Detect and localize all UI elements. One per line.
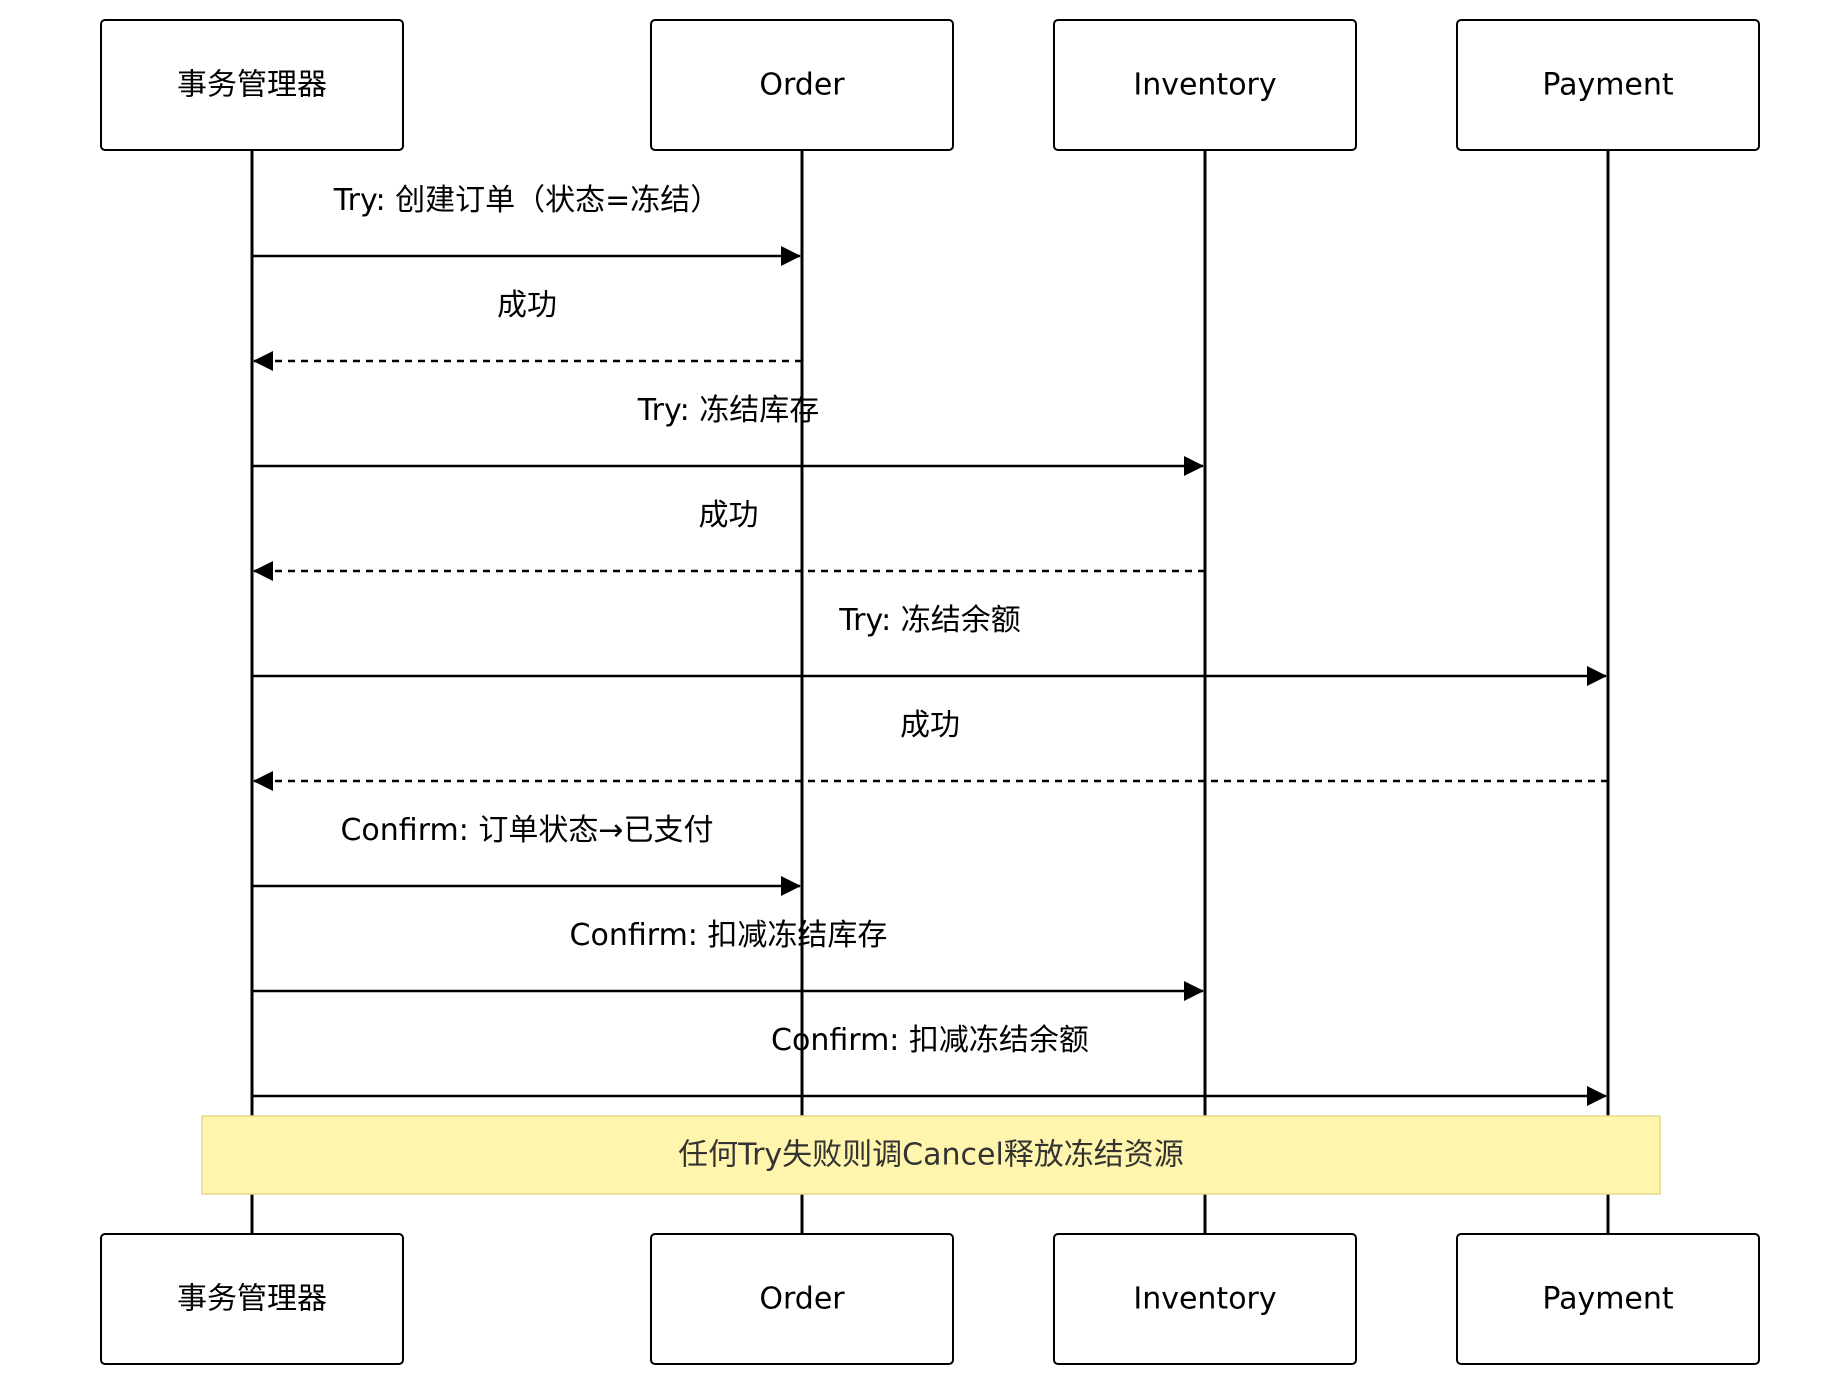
participant-box	[1456, 1233, 1760, 1365]
participant-order-top: Order	[650, 19, 954, 151]
message-label: Confirm: 扣减冻结余额	[771, 1023, 1089, 1058]
participants-top: 事务管理器 Order Inventory Payment	[100, 19, 1760, 151]
cancel-note: 任何Try失败则调Cancel释放冻结资源	[201, 1115, 1661, 1195]
participant-box	[650, 1233, 954, 1365]
message-3: Try: 冻结库存	[252, 393, 1204, 476]
message-label: Confirm: 订单状态→已支付	[340, 813, 713, 848]
participant-label: Order	[759, 68, 845, 103]
participant-box	[100, 19, 404, 151]
participant-box	[650, 19, 954, 151]
participant-payment-top: Payment	[1456, 19, 1760, 151]
participant-label: Inventory	[1133, 68, 1276, 103]
participant-tm-bottom: 事务管理器	[100, 1233, 404, 1365]
message-9: Confirm: 扣减冻结余额	[252, 1023, 1607, 1106]
participant-box	[1456, 19, 1760, 151]
participant-label: 事务管理器	[177, 68, 327, 103]
message-7: Confirm: 订单状态→已支付	[252, 813, 801, 896]
note-layer: 任何Try失败则调Cancel释放冻结资源	[201, 1115, 1661, 1195]
lifelines	[250, 150, 1610, 1234]
participant-label: 事务管理器	[177, 1282, 327, 1317]
participant-box	[100, 1233, 404, 1365]
message-2: 成功	[253, 288, 802, 371]
participant-inventory-top: Inventory	[1053, 19, 1357, 151]
participant-box	[1053, 19, 1357, 151]
participant-order-bottom: Order	[650, 1233, 954, 1365]
message-label: Try: 冻结余额	[838, 603, 1020, 638]
message-4: 成功	[253, 498, 1205, 581]
participant-box	[1053, 1233, 1357, 1365]
message-label: 成功	[699, 498, 759, 533]
participant-label: Inventory	[1133, 1282, 1276, 1317]
message-label: Try: 冻结库存	[637, 393, 819, 428]
participant-payment-bottom: Payment	[1456, 1233, 1760, 1365]
note-box	[201, 1115, 1661, 1195]
message-5: Try: 冻结余额	[252, 603, 1607, 686]
participant-label: Payment	[1542, 68, 1674, 103]
message-label: 成功	[900, 708, 960, 743]
participant-inventory-bottom: Inventory	[1053, 1233, 1357, 1365]
participant-tm-top: 事务管理器	[100, 19, 404, 151]
message-8: Confirm: 扣减冻结库存	[252, 918, 1204, 1001]
message-label: Confirm: 扣减冻结库存	[570, 918, 888, 953]
message-label: Try: 创建订单（状态=冻结）	[333, 183, 721, 218]
message-1: Try: 创建订单（状态=冻结）	[252, 183, 801, 266]
participants-bottom: 事务管理器 Order Inventory Payment	[100, 1233, 1760, 1365]
message-label: 成功	[497, 288, 557, 323]
message-6: 成功	[253, 708, 1608, 791]
note-text: 任何Try失败则调Cancel释放冻结资源	[678, 1138, 1184, 1173]
participant-label: Order	[759, 1282, 845, 1317]
participant-label: Payment	[1542, 1282, 1674, 1317]
